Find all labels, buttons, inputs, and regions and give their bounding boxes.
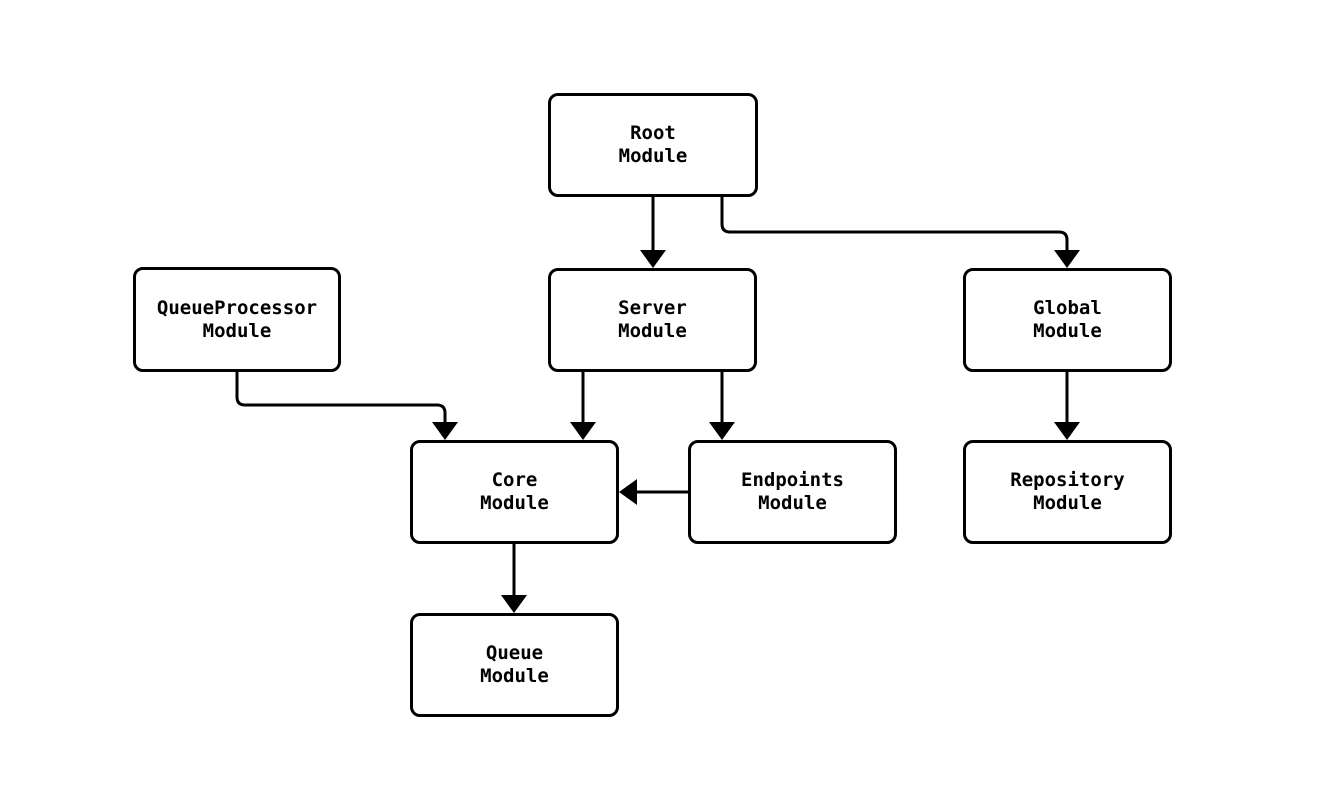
node-label-line: Root bbox=[630, 122, 676, 144]
arrowhead-server-module-to-endpoints-module bbox=[709, 422, 735, 440]
node-label-line: Module bbox=[202, 319, 272, 342]
node-label-line: Endpoints bbox=[741, 469, 844, 491]
node-label-line: Queue bbox=[485, 642, 544, 664]
arrowhead-root-module-to-global-module bbox=[1054, 250, 1080, 268]
node-label-line: Core bbox=[491, 469, 538, 491]
node-label-line: Module bbox=[480, 665, 549, 687]
node-label-line: Module bbox=[1033, 320, 1102, 342]
node-label-line: Module bbox=[618, 320, 687, 342]
node-label-line: Module bbox=[758, 492, 827, 514]
node-label-line: Module bbox=[1033, 492, 1102, 514]
arrowhead-global-module-to-repository-module bbox=[1054, 422, 1080, 440]
node-label-line: Server bbox=[618, 297, 687, 319]
node-label-line: QueueProcessor bbox=[156, 296, 318, 319]
arrowhead-core-module-to-queue-module bbox=[501, 595, 527, 613]
arrowhead-queueprocessor-module-to-core-module bbox=[432, 422, 458, 440]
arrowhead-endpoints-module-to-core-module bbox=[619, 479, 637, 505]
arrowhead-root-module-to-server-module bbox=[640, 250, 666, 268]
node-label-line: Global bbox=[1033, 297, 1102, 319]
edge-queueprocessor-module-to-core-module bbox=[235, 372, 447, 430]
arrowhead-server-module-to-core-module bbox=[570, 422, 596, 440]
node-label-line: Module bbox=[618, 145, 688, 167]
edge-root-module-to-global-module bbox=[720, 197, 1069, 258]
node-label-line: Module bbox=[480, 492, 549, 514]
node-label-line: Repository bbox=[1010, 469, 1125, 491]
